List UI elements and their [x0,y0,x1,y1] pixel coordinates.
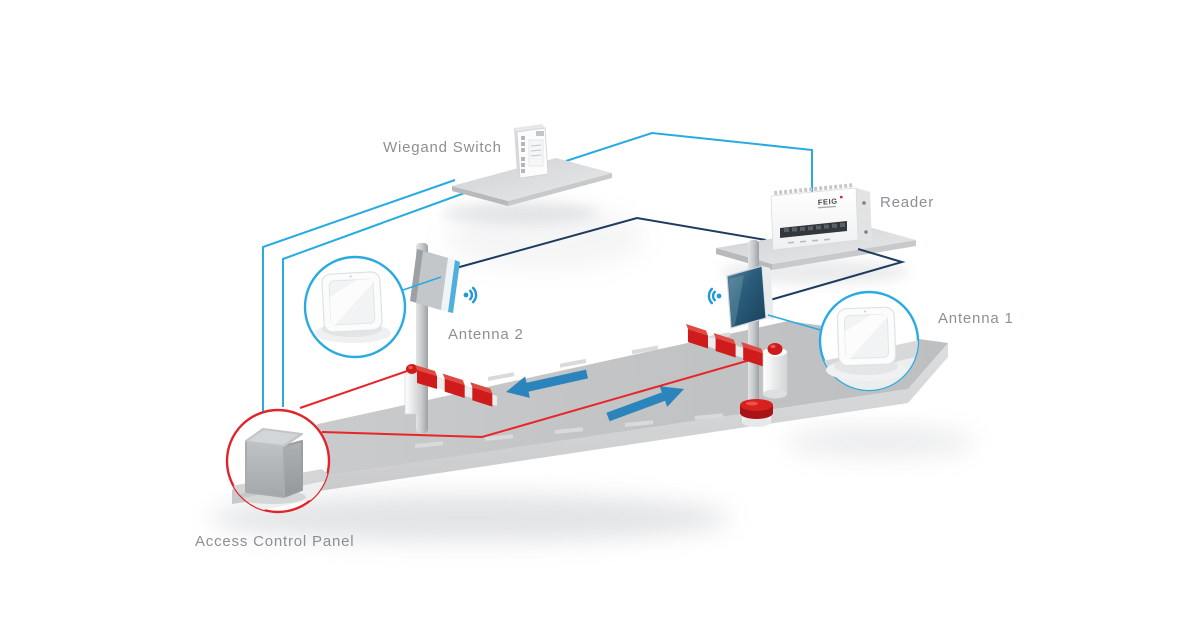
labels: Wiegand Switch Reader Antenna 2 Antenna … [195,139,1014,550]
cable-wiegand-to-panel-2 [282,190,471,407]
wiegand-platform-side [452,186,508,206]
barrier-gate-right [686,324,788,399]
cable-wiegand-to-reader [565,131,813,198]
cable-panel-to-left-barrier [299,368,414,409]
reader-assembly: FEIG [716,183,916,301]
right-barrier-red-segments [686,324,764,367]
label-antenna-2: Antenna 2 [448,326,524,343]
label-antenna-1: Antenna 1 [938,310,1014,327]
antenna-1-panel-edge [762,266,774,320]
wiegand-switch-device [514,124,549,179]
wiegand-switch-assembly [452,124,612,206]
cable-panel-to-right-barrier [321,355,765,439]
label-access-control-panel: Access Control Panel [195,533,354,550]
antenna-1-detail-device [836,306,897,367]
road-side-face [232,343,948,504]
wifi-signal-icon-antenna1 [707,287,722,305]
access-control-panel-callout [225,408,331,514]
reader-ports-strip [780,221,847,238]
left-barrier-red-segments [415,365,493,407]
antenna-1-pole [748,240,759,408]
wiring-blue [262,131,813,411]
wiring-red [299,355,765,439]
cable-wiegand-to-panel-1 [262,179,456,411]
right-barrier-post [762,343,788,399]
arrow-direction-left [506,369,588,398]
antenna-1-base [740,399,773,427]
antenna-1-callout [767,290,920,392]
arrow-direction-right [606,386,684,422]
wiegand-platform-top [452,158,612,201]
antenna-2-callout [303,255,442,359]
antenna-1-panel-group [707,265,774,329]
cable-reader-to-antenna1 [769,248,906,301]
reader-device: FEIG [770,183,872,251]
label-reader: Reader [880,194,934,211]
cable-antenna2-to-reader [455,216,767,269]
barrier-gate-left [404,364,498,415]
reader-logo-text: FEIG [818,197,838,207]
reader-platform-side2 [772,240,916,270]
access-control-panel-device [245,428,303,498]
antenna-2-panel-edge [441,258,455,312]
antenna-2-panel-edge-blue [448,260,460,313]
wiegand-platform-side2 [508,173,612,206]
antenna-2-detail-device [321,271,383,333]
lane-markings [414,332,731,448]
wifi-signal-icon-antenna2 [463,286,478,304]
reader-terminal-teeth [774,183,853,195]
right-barrier-pivot-dome [767,343,783,355]
label-wiegand-switch: Wiegand Switch [383,139,502,156]
